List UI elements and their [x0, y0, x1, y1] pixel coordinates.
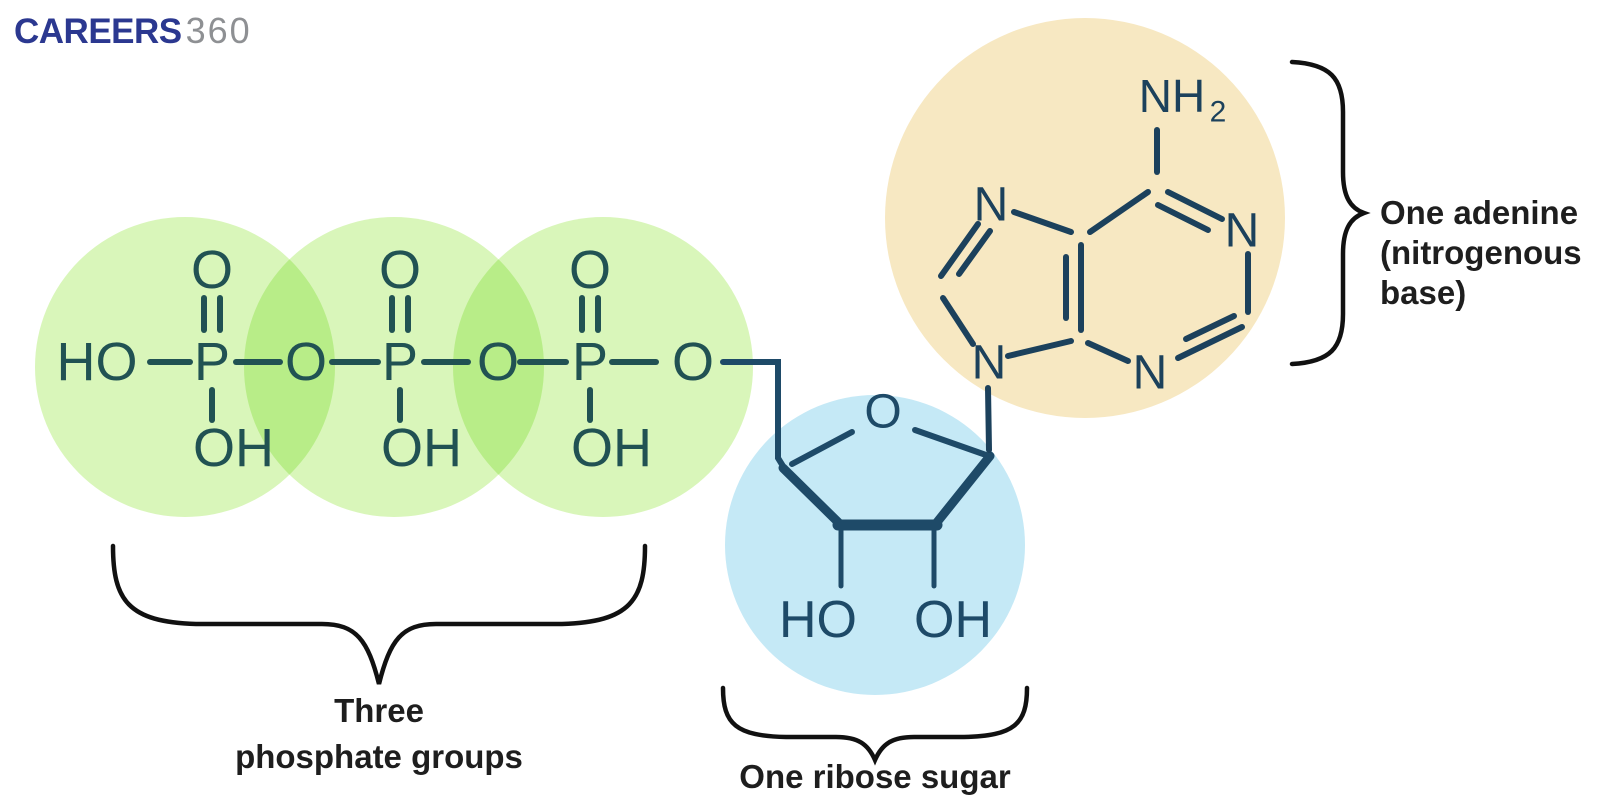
logo-text-careers: CAREERS [14, 12, 182, 51]
atom-O-bridge-3: O [672, 332, 714, 392]
atom-O-bridge-1: O [285, 332, 327, 392]
adenine-atoms: NH 2 N N N N [972, 70, 1260, 400]
atom-ribose-OH: OH [914, 591, 992, 649]
adenine-label-line2: (nitrogenous [1380, 234, 1582, 271]
logo-text-360: 360 [185, 10, 252, 51]
careers360-logo: CAREERS 360 [14, 10, 252, 52]
bond-N9-C4 [1005, 338, 1074, 359]
bond-N3-C4 [1085, 340, 1131, 364]
double-bond-C6-N1 [1165, 189, 1225, 222]
atom-OH-2: OH [381, 418, 462, 478]
atom-ring-O: O [864, 386, 901, 439]
atom-NH: NH [1139, 70, 1205, 122]
ring-bond-left [778, 463, 847, 531]
atom-NH-subscript-2: 2 [1210, 96, 1227, 129]
ribose-atoms: O HO OH [779, 386, 992, 650]
ring-bond-left-top [789, 429, 855, 467]
ribose-circle [725, 395, 1025, 695]
atom-O-bridge-2: O [477, 332, 519, 392]
ribose-label: One ribose sugar [739, 758, 1011, 795]
phosphate-brace [110, 543, 648, 685]
atom-O-top-2: O [379, 240, 421, 300]
annotation-labels: Three phosphate groups One ribose sugar … [235, 194, 1582, 795]
atom-N3: N [1133, 347, 1168, 400]
bond-N9-ribose [985, 385, 992, 453]
atom-N7: N [974, 179, 1009, 232]
adenine-bonds [938, 127, 1251, 453]
bond-C6-C5 [1087, 189, 1151, 235]
atom-P-3: P [572, 332, 608, 392]
phosphate-label-line1: Three [334, 692, 424, 729]
ribose-brace [720, 685, 1030, 766]
atom-P-2: P [382, 332, 418, 392]
double-bond-C2-N3-inner [1183, 313, 1237, 342]
annotation-braces [110, 59, 1371, 766]
ribose-bonds [720, 359, 995, 589]
phosphate-bonds [147, 295, 659, 423]
phosphate-circle-2 [244, 217, 544, 517]
ring-bond-right-top [912, 427, 989, 458]
atom-OH-3: OH [571, 418, 652, 478]
double-bond-C2-N3 [1175, 324, 1245, 361]
double-bond-N7-C8 [938, 221, 981, 279]
atom-ribose-HO: HO [779, 591, 857, 649]
double-bond-N7-C8-inner [956, 228, 993, 277]
ring-bond-right [929, 451, 995, 531]
phosphate-label-line2: phosphate groups [235, 738, 523, 775]
highlight-circles [35, 18, 1285, 695]
double-bond-C6-N1-inner [1155, 202, 1211, 233]
atom-HO-start: HO [57, 332, 138, 392]
bond-C5-N7 [1011, 209, 1074, 235]
atom-N1: N [1225, 205, 1260, 258]
atom-N9: N [972, 337, 1007, 390]
phosphate-circle-3 [453, 217, 753, 517]
phosphate-atoms: HO O P OH O O P OH O O P OH O [57, 240, 715, 478]
atom-O-top-1: O [191, 240, 233, 300]
adenine-label-line3: base) [1380, 274, 1466, 311]
atom-P-1: P [194, 332, 230, 392]
bond-C8-N9 [940, 295, 976, 347]
adenine-circle [885, 18, 1285, 418]
phosphate-circle-1 [35, 217, 335, 517]
atom-OH-1: OH [193, 418, 274, 478]
atom-O-top-3: O [569, 240, 611, 300]
adenine-label-line1: One adenine [1380, 194, 1578, 231]
adenine-brace [1289, 59, 1371, 367]
